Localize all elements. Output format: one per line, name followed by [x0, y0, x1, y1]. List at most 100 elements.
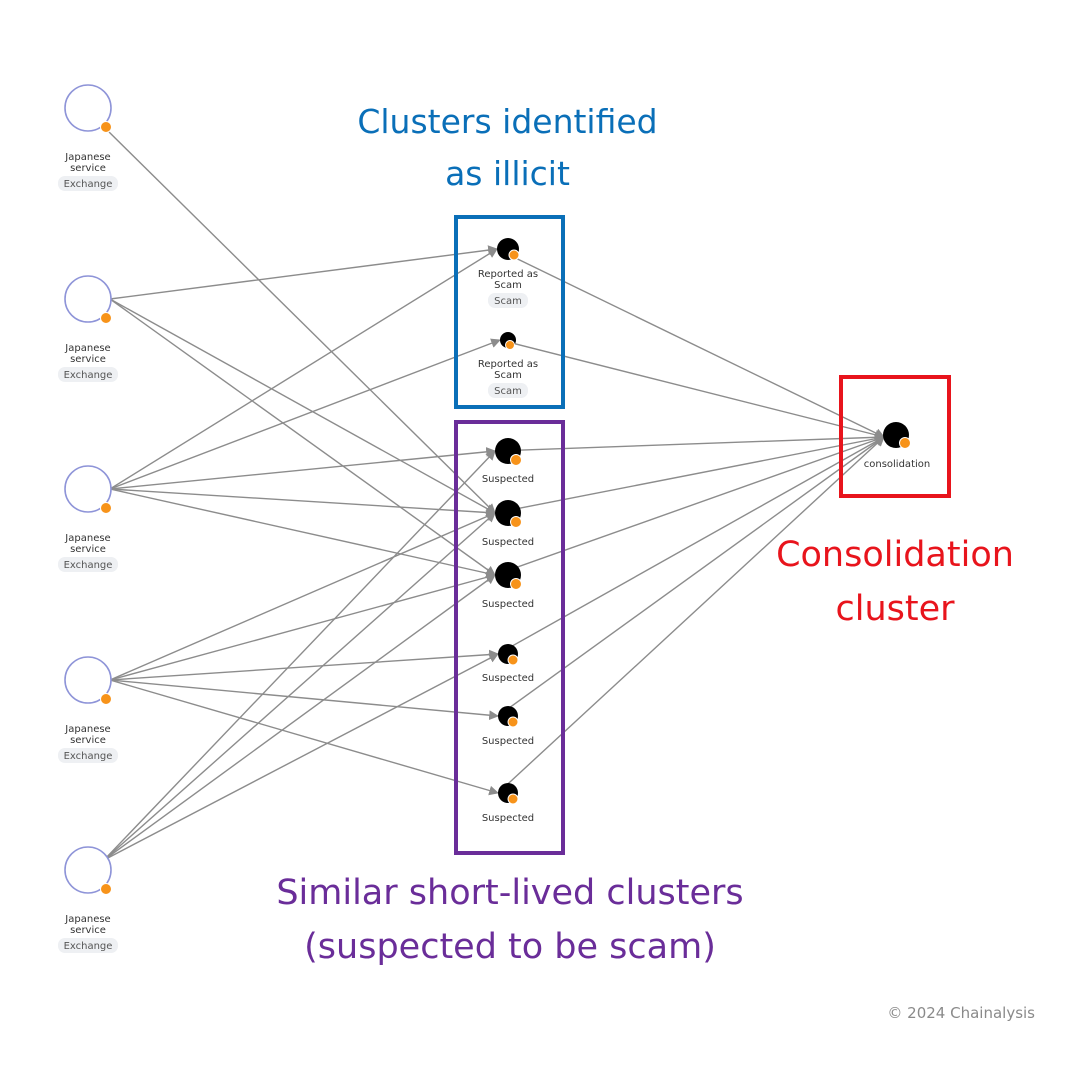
suspected-callout-line2: (suspected to be scam) — [304, 927, 716, 967]
edge-arrow — [109, 248, 498, 490]
illicit-node-label-line2: Scam — [494, 280, 522, 291]
edge-arrow — [109, 338, 501, 490]
illicit-node[interactable]: Reported as Scam Scam — [478, 238, 538, 308]
source-node[interactable]: Japanese service Exchange — [58, 846, 118, 953]
source-node-label-line2: service — [70, 735, 106, 746]
illicit-node-tag-badge — [488, 383, 528, 398]
source-node-tag: Exchange — [64, 941, 113, 952]
source-node-tag: Exchange — [64, 179, 113, 190]
illicit-callout-line1: Clusters identified — [357, 102, 658, 141]
source-node-label-line1: Japanese — [64, 533, 110, 544]
edge-arrow — [103, 512, 496, 861]
consolidation-callout-line1: Consolidation — [776, 535, 1014, 575]
source-node-tag-badge — [58, 176, 118, 191]
suspected-node[interactable]: Suspected — [482, 644, 534, 684]
source-node-label-line1: Japanese — [64, 724, 110, 735]
source-node-tag-badge — [58, 367, 118, 382]
bitcoin-badge-icon — [510, 578, 522, 590]
bitcoin-badge-icon — [100, 883, 112, 895]
source-node-ring — [64, 656, 112, 704]
edge-arrow — [109, 488, 496, 578]
consolidation-callout: Consolidation cluster — [760, 528, 1030, 636]
bitcoin-badge-icon — [100, 121, 112, 133]
edge-arrow — [105, 128, 496, 514]
illicit-node-label-line2: Scam — [494, 370, 522, 381]
source-node-label-line1: Japanese — [64, 343, 110, 354]
bitcoin-badge-icon — [507, 654, 519, 666]
suspected-node[interactable]: Suspected — [482, 562, 534, 610]
source-node-label-line1: Japanese — [64, 152, 110, 163]
illicit-node-label-line1: Reported as — [478, 269, 538, 280]
source-node[interactable]: Japanese service Exchange — [58, 84, 118, 191]
bitcoin-badge-icon — [507, 793, 519, 805]
consolidation-callout-line2: cluster — [835, 589, 955, 629]
illicit-callout-line2: as illicit — [445, 154, 570, 193]
illicit-node-tag: Scam — [494, 386, 522, 397]
bitcoin-badge-icon — [505, 340, 515, 350]
edges — [103, 128, 885, 861]
edge-arrow — [109, 298, 496, 576]
edge-arrow — [109, 245, 498, 300]
suspected-callout: Similar short-lived clusters (suspected … — [240, 866, 780, 974]
bitcoin-badge-icon — [510, 454, 522, 466]
suspected-node-label: Suspected — [482, 813, 534, 824]
bitcoin-badge-icon — [899, 437, 911, 449]
source-node-tag: Exchange — [64, 370, 113, 381]
illicit-node-label-line1: Reported as — [478, 359, 538, 370]
suspected-callout-line1: Similar short-lived clusters — [276, 873, 744, 913]
source-node-ring — [64, 275, 112, 323]
edge-arrow — [109, 679, 499, 721]
edge-arrow — [109, 488, 496, 518]
source-node-label-line2: service — [70, 925, 106, 936]
source-node-tag: Exchange — [64, 560, 113, 571]
edge-arrow — [494, 433, 885, 514]
bitcoin-badge-icon — [100, 502, 112, 514]
suspected-node[interactable]: Suspected — [482, 438, 534, 485]
source-node-label-line2: service — [70, 544, 106, 555]
consolidation-cluster-box — [839, 375, 951, 498]
source-node-tag: Exchange — [64, 751, 113, 762]
source-node[interactable]: Japanese service Exchange — [58, 275, 118, 382]
source-node-tag-badge — [58, 557, 118, 572]
source-node-ring — [64, 84, 112, 132]
copyright-notice: © 2024 Chainalysis — [887, 1004, 1035, 1022]
source-node[interactable]: Japanese service Exchange — [58, 465, 118, 572]
illicit-node[interactable]: Reported as Scam Scam — [478, 332, 538, 398]
bitcoin-badge-icon — [100, 312, 112, 324]
illicit-node-tag-badge — [488, 293, 528, 308]
source-node-ring — [64, 846, 112, 894]
edge-arrow — [109, 298, 496, 514]
suspected-node[interactable]: Suspected — [482, 500, 534, 548]
source-node-label-line1: Japanese — [64, 914, 110, 925]
illicit-clusters-box — [454, 215, 565, 409]
source-node[interactable]: Japanese service Exchange — [58, 656, 118, 763]
suspected-node[interactable]: Suspected — [482, 783, 534, 824]
edge-arrow — [109, 649, 499, 681]
suspected-node-label: Suspected — [482, 599, 534, 610]
suspected-node-label: Suspected — [482, 673, 534, 684]
suspected-node-label: Suspected — [482, 474, 534, 485]
illicit-callout: Clusters identified as illicit — [330, 96, 685, 200]
edge-arrow — [109, 679, 499, 796]
bitcoin-badge-icon — [100, 693, 112, 705]
edge-arrow — [103, 653, 499, 861]
source-node-tag-badge — [58, 748, 118, 763]
bitcoin-badge-icon — [510, 516, 522, 528]
bitcoin-badge-icon — [507, 716, 519, 728]
suspected-node-label: Suspected — [482, 736, 534, 747]
suspected-clusters-box — [454, 420, 565, 855]
source-node-tag-badge — [58, 938, 118, 953]
edge-arrow — [103, 450, 496, 861]
consolidation-node[interactable]: consolidation — [864, 422, 930, 470]
consolidation-node-label: consolidation — [864, 459, 930, 470]
edge-arrow — [103, 574, 496, 861]
source-node-ring — [64, 465, 112, 513]
edge-arrow — [109, 512, 496, 681]
source-node-label-line2: service — [70, 354, 106, 365]
suspected-node-label: Suspected — [482, 537, 534, 548]
source-node-label-line2: service — [70, 163, 106, 174]
edge-arrow — [494, 435, 885, 576]
illicit-node-tag: Scam — [494, 296, 522, 307]
suspected-node[interactable]: Suspected — [482, 706, 534, 747]
